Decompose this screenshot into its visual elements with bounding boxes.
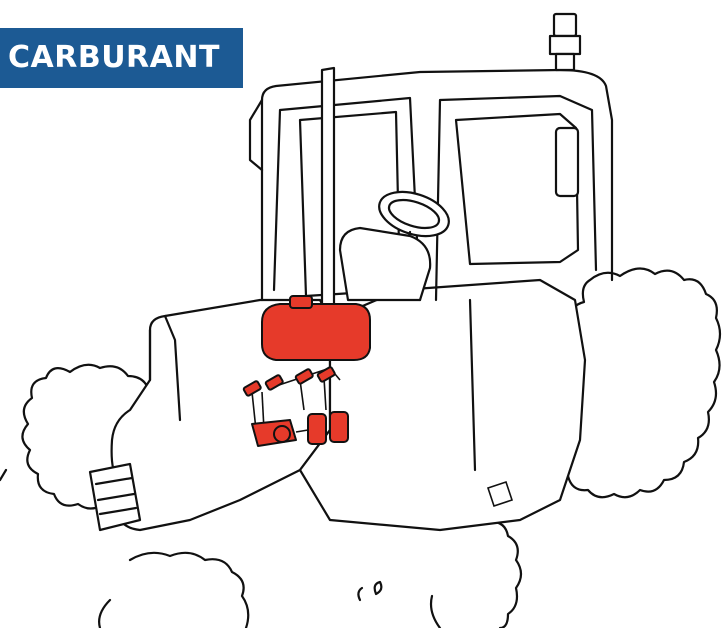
driver-seat <box>340 228 430 300</box>
front-grille <box>90 464 140 530</box>
section-label: CARBURANT <box>0 28 243 88</box>
roof-beacon <box>550 14 580 70</box>
lower-front-wheel <box>99 553 248 628</box>
fuel-tank <box>262 296 370 360</box>
exhaust-pipe <box>322 68 334 316</box>
